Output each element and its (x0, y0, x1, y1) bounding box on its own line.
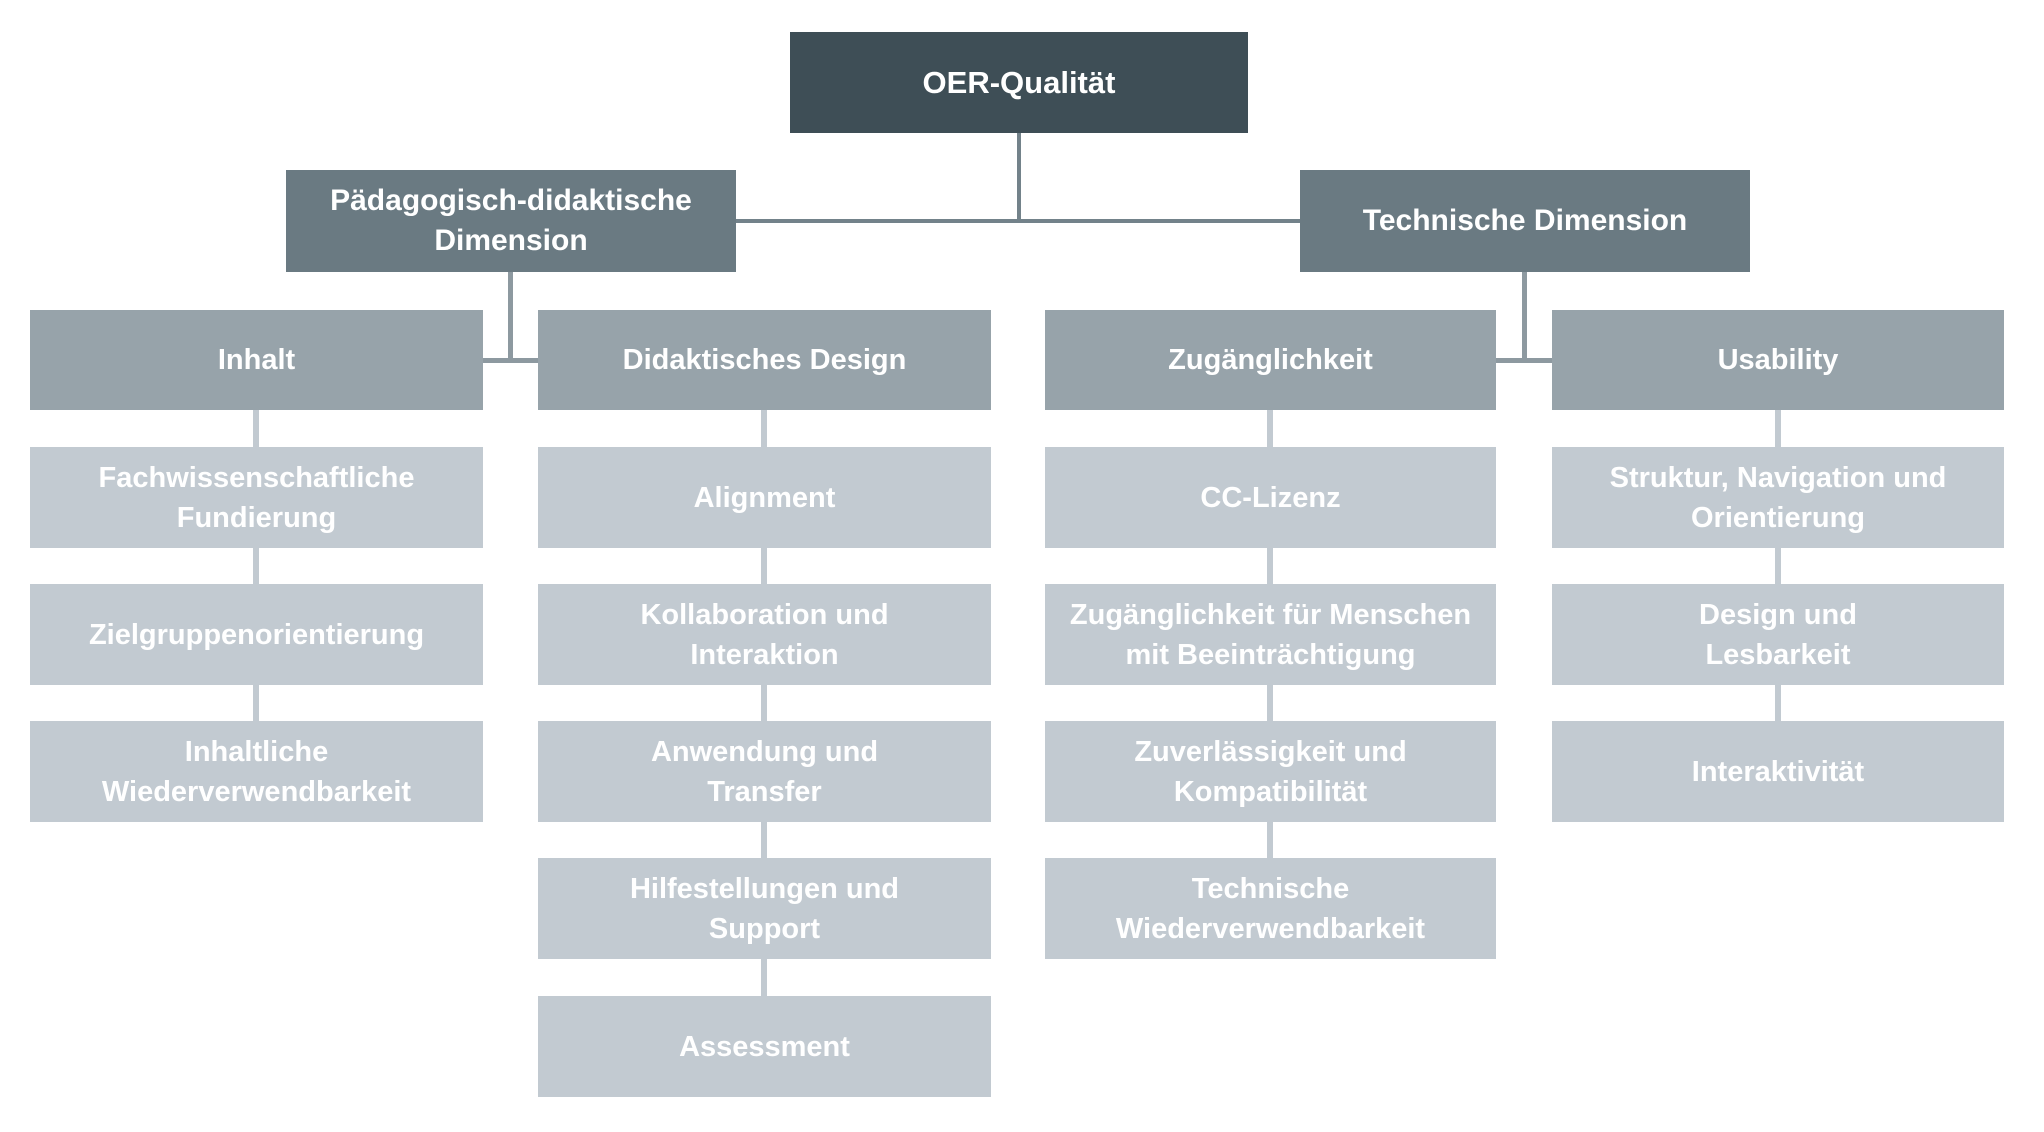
node-inhaltliche-wiederverwendbarkeit: Inhaltliche Wiederverwendbarkeit (30, 721, 483, 822)
connector-right-dimension-vertical (1522, 272, 1527, 362)
connector-col4-seg2 (1775, 548, 1781, 584)
connector-col3-seg2 (1267, 548, 1273, 584)
connector-root-bus (736, 219, 1302, 223)
node-technische-dimension: Technische Dimension (1300, 170, 1750, 272)
connector-col3-seg4 (1267, 822, 1273, 858)
node-oer-qualitaet: OER-Qualität (790, 32, 1248, 133)
node-design-und-lesbarkeit: Design und Lesbarkeit (1552, 584, 2004, 685)
connector-col2-seg5 (761, 959, 767, 996)
connector-col1-seg1 (253, 410, 259, 447)
connector-col2-seg4 (761, 822, 767, 858)
node-inhalt: Inhalt (30, 310, 483, 410)
connector-col2-seg1 (761, 410, 767, 447)
node-technische-wiederverwendbarkeit: Technische Wiederverwendbarkeit (1045, 858, 1496, 959)
node-hilfestellungen-und-support: Hilfestellungen und Support (538, 858, 991, 959)
node-zielgruppenorientierung: Zielgruppenorientierung (30, 584, 483, 685)
connector-col3-seg1 (1267, 410, 1273, 447)
node-paedagogisch-didaktische-dimension: Pädagogisch-didaktische Dimension (286, 170, 736, 272)
node-assessment: Assessment (538, 996, 991, 1097)
connector-col2-seg3 (761, 685, 767, 721)
connector-col4-seg3 (1775, 685, 1781, 721)
connector-left-dimension-horizontal (483, 358, 538, 363)
node-zuverlaessigkeit-und-kompatibilitaet: Zuverlässigkeit und Kompatibilität (1045, 721, 1496, 822)
node-usability: Usability (1552, 310, 2004, 410)
node-struktur-navigation-orientierung: Struktur, Navigation und Orientierung (1552, 447, 2004, 548)
connector-left-dimension-vertical (508, 272, 513, 362)
node-interaktivitaet: Interaktivität (1552, 721, 2004, 822)
connector-root-vertical (1017, 133, 1021, 223)
node-zugaenglichkeit: Zugänglichkeit (1045, 310, 1496, 410)
node-didaktisches-design: Didaktisches Design (538, 310, 991, 410)
connector-col4-seg1 (1775, 410, 1781, 447)
node-fachwissenschaftliche-fundierung: Fachwissenschaftliche Fundierung (30, 447, 483, 548)
connector-col2-seg2 (761, 548, 767, 584)
connector-col1-seg3 (253, 685, 259, 721)
node-cc-lizenz: CC-Lizenz (1045, 447, 1496, 548)
connector-col3-seg3 (1267, 685, 1273, 721)
connector-right-dimension-horizontal (1496, 358, 1552, 363)
node-zugaenglichkeit-fuer-menschen: Zugänglichkeit für Menschen mit Beeinträ… (1045, 584, 1496, 685)
node-anwendung-und-transfer: Anwendung und Transfer (538, 721, 991, 822)
node-kollaboration-und-interaktion: Kollaboration und Interaktion (538, 584, 991, 685)
connector-col1-seg2 (253, 548, 259, 584)
node-alignment: Alignment (538, 447, 991, 548)
